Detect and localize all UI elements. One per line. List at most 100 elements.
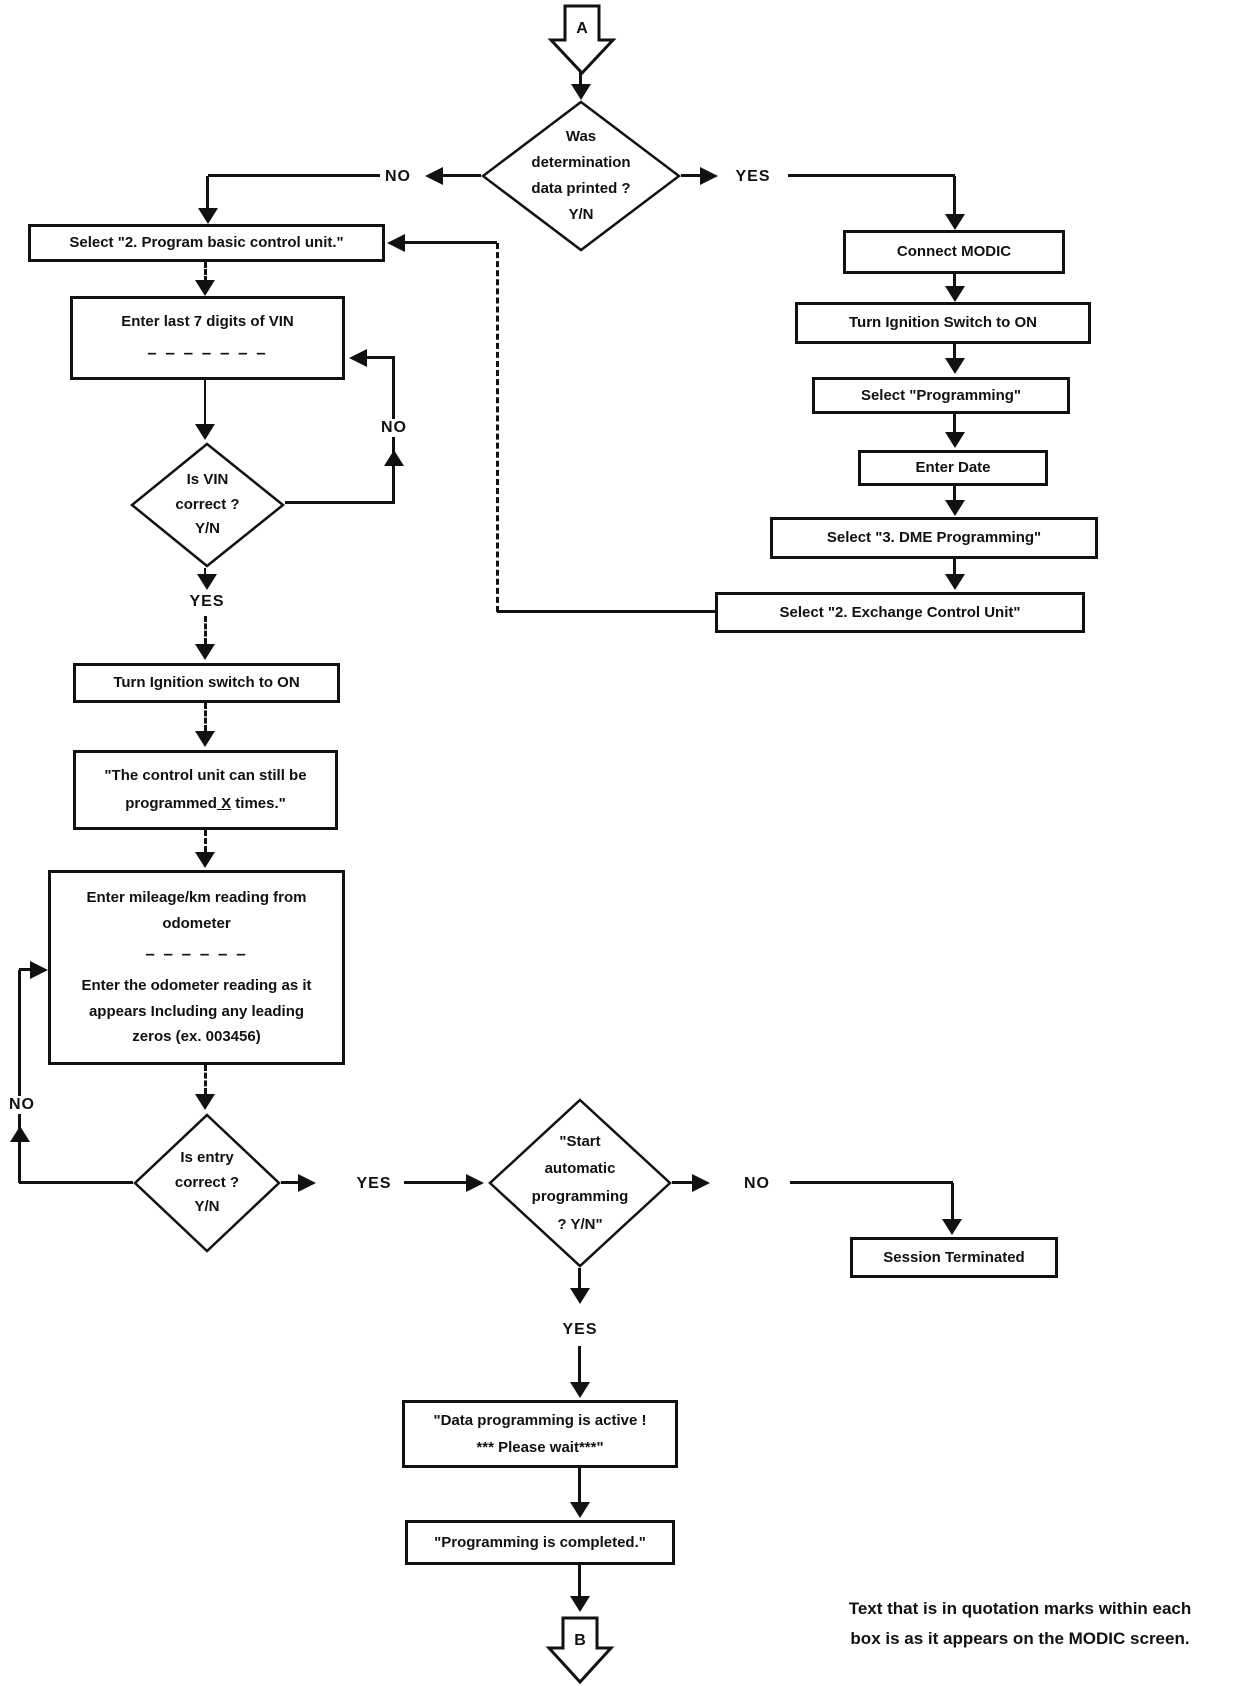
arrow-down-icon: [945, 286, 965, 302]
arrow-down-icon: [195, 424, 215, 440]
flow-line: [579, 72, 582, 86]
flow-line: [206, 176, 209, 208]
flow-line: [204, 703, 207, 731]
node-text: X: [216, 795, 232, 812]
flow-line: [953, 414, 956, 432]
node-programming-completed: "Programming is completed.": [405, 1520, 675, 1565]
arrow-left-icon: [387, 234, 405, 252]
node-text: Select "2. Program basic control unit.": [69, 234, 344, 252]
node-text: Select "3. DME Programming": [826, 529, 1042, 547]
node-text: Enter the odometer reading as it appears…: [81, 977, 312, 1046]
branch-label-no: NO: [740, 1175, 774, 1193]
node-data-programming-active: "Data programming is active ! *** Please…: [402, 1400, 678, 1468]
flow-line: [18, 970, 21, 1183]
node-text: Turn Ignition Switch to ON: [848, 314, 1038, 332]
node-ignition-left: Turn Ignition switch to ON: [73, 663, 340, 703]
arrow-left-icon: [349, 349, 367, 367]
decision-vin-correct-shape: [130, 442, 285, 568]
flow-line: [285, 501, 395, 504]
node-select-program-basic: Select "2. Program basic control unit.": [28, 224, 385, 262]
arrow-down-icon: [570, 1288, 590, 1304]
node-enter-vin: Enter last 7 digits of VIN – – – – – – –: [70, 296, 345, 380]
branch-label-no: NO: [5, 1096, 39, 1114]
arrow-down-icon: [945, 574, 965, 590]
arrow-right-icon: [298, 1174, 316, 1192]
arrow-left-icon: [425, 167, 443, 185]
node-enter-date: Enter Date: [858, 450, 1048, 486]
node-select-programming: Select "Programming": [812, 377, 1070, 414]
arrow-down-icon: [571, 84, 591, 100]
decision-start-programming: "Start automatic programming ? Y/N": [531, 1132, 629, 1233]
flow-line: [204, 830, 207, 852]
node-session-terminated: Session Terminated: [850, 1237, 1058, 1278]
arrow-up-icon: [384, 450, 404, 466]
flow-line: [204, 380, 206, 424]
arrow-down-icon: [195, 852, 215, 868]
flow-line: [953, 274, 956, 286]
decision-start-programming-shape: [488, 1098, 672, 1268]
node-text: Select "2. Exchange Control Unit": [779, 603, 1021, 621]
flow-line: [443, 174, 481, 177]
arrow-down-icon: [945, 432, 965, 448]
arrow-right-icon: [466, 1174, 484, 1192]
arrow-down-icon: [195, 280, 215, 296]
flow-line: [578, 1268, 581, 1288]
node-text: Turn Ignition switch to ON: [113, 674, 300, 692]
flow-line: [281, 1181, 298, 1184]
flow-line: [578, 1565, 581, 1596]
arrow-right-icon: [692, 1174, 710, 1192]
arrow-down-icon: [195, 644, 215, 660]
decision-vin-correct: Is VIN correct ? Y/N: [175, 470, 240, 538]
arrow-down-icon: [570, 1382, 590, 1398]
node-select-dme-programming: Select "3. DME Programming": [770, 517, 1098, 559]
connector-a-arrow-icon: [547, 4, 617, 76]
flow-line: [951, 1183, 954, 1219]
flow-line: [953, 344, 956, 358]
node-ignition-right: Turn Ignition Switch to ON: [795, 302, 1091, 344]
decision-determination-shape: [481, 100, 681, 252]
node-text: "The control unit can still be: [104, 767, 307, 785]
arrow-down-icon: [570, 1502, 590, 1518]
branch-label-yes: YES: [185, 593, 229, 611]
decision-determination: Was determination data printed ? Y/N: [531, 127, 631, 224]
flow-line: [404, 1181, 466, 1184]
arrow-right-icon: [700, 167, 718, 185]
flow-line: [19, 968, 32, 971]
flow-line: [953, 559, 956, 574]
flow-line: [405, 241, 497, 244]
flow-line: [497, 610, 715, 613]
arrow-down-icon: [945, 214, 965, 230]
decision-entry-correct: Is entry correct ? Y/N: [174, 1148, 240, 1216]
flow-line: [204, 262, 207, 282]
arrow-down-icon: [195, 731, 215, 747]
node-text: times.": [231, 795, 286, 812]
flow-line: [681, 174, 700, 177]
node-text: Enter mileage/km reading from odometer: [86, 889, 307, 932]
node-text: Session Terminated: [883, 1248, 1025, 1266]
flow-line: [953, 486, 956, 500]
flow-line: [578, 1346, 581, 1382]
flow-line: [578, 1468, 581, 1502]
branch-label-yes: YES: [731, 168, 775, 186]
node-text: Select "Programming": [860, 386, 1022, 404]
node-text: Connect MODIC: [896, 243, 1012, 261]
flow-line: [953, 176, 956, 214]
arrow-down-icon: [570, 1596, 590, 1612]
branch-label-yes: YES: [352, 1175, 396, 1193]
flow-line: [672, 1181, 692, 1184]
arrow-right-icon: [30, 961, 48, 979]
connector-a-label: A: [576, 20, 588, 37]
node-connect-modic: Connect MODIC: [843, 230, 1065, 274]
connector-b-label: B: [574, 1632, 586, 1649]
node-text: Enter last 7 digits of VIN: [121, 312, 294, 330]
flow-line: [208, 174, 380, 177]
node-select-exchange-control-unit: Select "2. Exchange Control Unit": [715, 592, 1085, 633]
node-text: programmed X times.": [125, 790, 286, 818]
footnote: Text that is in quotation marks within e…: [848, 1599, 1192, 1648]
flow-line: [204, 568, 206, 576]
node-text: "Programming is completed.": [434, 1533, 646, 1551]
node-text: programmed: [125, 795, 217, 812]
vin-blanks: – – – – – – –: [147, 342, 268, 362]
arrow-down-icon: [195, 1094, 215, 1110]
